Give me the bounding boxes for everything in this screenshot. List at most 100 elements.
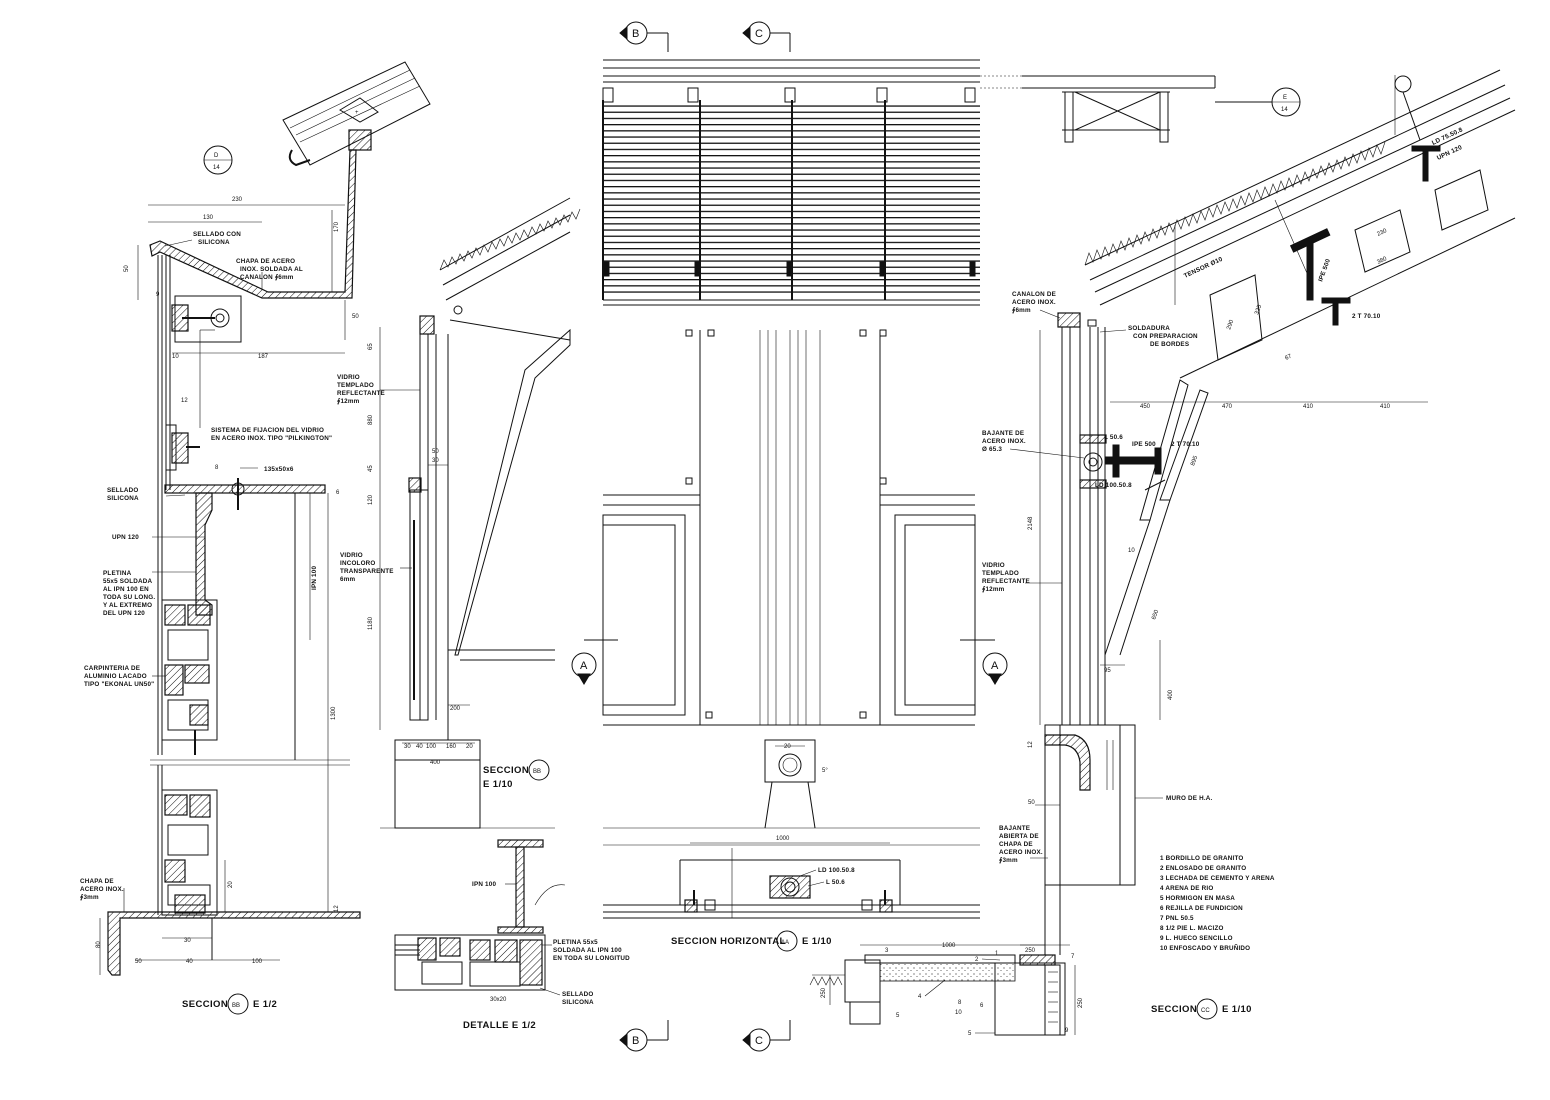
dim-120: 120 bbox=[368, 494, 374, 505]
label-carpinteria-3: TIPO "EKONAL UN50" bbox=[84, 681, 154, 688]
dim-230: 230 bbox=[232, 197, 243, 203]
title-cc-word: SECCION bbox=[1151, 1004, 1197, 1015]
center-pipe-support bbox=[764, 739, 816, 829]
dim-30: 30 bbox=[184, 938, 191, 944]
legend-item-6: 6 REJILLA DE FUNDICION bbox=[1160, 905, 1243, 912]
ipe-beam-cc bbox=[1289, 145, 1441, 326]
dim-470: 470 bbox=[1222, 404, 1233, 410]
title-seccion-cc: SECCION CC E 1/10 bbox=[1151, 998, 1252, 1020]
dim-380: 380 bbox=[1376, 256, 1388, 266]
label-bajante-abierta-3: CHAPA DE bbox=[999, 841, 1033, 848]
label-pletina-2: 55x5 SOLDADA bbox=[103, 578, 153, 585]
label-sistema-1: SISTEMA DE FIJACION DEL VIDRIO bbox=[211, 427, 324, 434]
dim-250c: 250 bbox=[821, 987, 827, 998]
marker-b-top: B bbox=[619, 21, 669, 52]
label-tensor: TENSOR Ø10 bbox=[1183, 256, 1224, 280]
dim-130: 130 bbox=[203, 215, 214, 221]
label-muro: MURO DE H.A. bbox=[1166, 795, 1213, 802]
title-seccion-bb-e12: SECCION BB E 1/2 bbox=[182, 993, 277, 1015]
section-cc: 2 1 3 4 5 6 7 8 9 10 5 450 4 bbox=[809, 69, 1516, 1037]
dim-20: 20 bbox=[228, 881, 234, 888]
label-pletina-1: PLETINA bbox=[103, 570, 132, 577]
label-vidrio-templado-3: REFLECTANTE bbox=[337, 390, 385, 397]
dim-12: 12 bbox=[181, 398, 188, 404]
glass-fixing-bracket-top bbox=[171, 295, 242, 343]
truss-detail-e14: E 14 bbox=[1022, 75, 1301, 143]
label-l-50-6-right: L 50.6 bbox=[1104, 434, 1123, 441]
title-cc-scale: E 1/10 bbox=[1222, 1004, 1252, 1015]
roof-slab-cc bbox=[1084, 69, 1516, 379]
label-vidrio-cc-2: TEMPLADO bbox=[982, 570, 1019, 577]
dim-lines-mid bbox=[379, 327, 475, 761]
dim-650: 650 bbox=[1151, 609, 1160, 621]
detalle-size: 30x20 bbox=[490, 997, 507, 1003]
callout-3: 3 bbox=[885, 948, 889, 954]
callout-6: 6 bbox=[980, 1003, 984, 1009]
callout-7: 7 bbox=[1071, 954, 1075, 960]
marker-b-top-letter: B bbox=[632, 28, 639, 40]
marker-a-right-letter: A bbox=[991, 660, 999, 672]
slope-5deg: 5° bbox=[822, 768, 828, 774]
marker-a-left: A bbox=[571, 639, 618, 685]
aluminium-frame-upper bbox=[161, 599, 218, 755]
detalle-label-ipn100: IPN 100 bbox=[472, 881, 496, 888]
legend-list: 1 BORDILLO DE GRANITO 2 ENLOSADO DE GRAN… bbox=[1160, 855, 1275, 952]
dim-290: 290 bbox=[1226, 319, 1235, 331]
callout-10: 10 bbox=[955, 1010, 962, 1016]
title-bb-word: SECCION bbox=[182, 999, 228, 1010]
dim-65: 65 bbox=[368, 343, 374, 350]
dim-12-right: 12 bbox=[1028, 741, 1034, 748]
marker-c-bottom: C bbox=[742, 1020, 791, 1052]
leaders-left bbox=[123, 239, 263, 912]
label-carpinteria-2: ALUMINIO LACADO bbox=[84, 673, 147, 680]
dim-250a: 250 bbox=[1025, 948, 1036, 954]
dim-bottom-5: 20 bbox=[466, 744, 473, 750]
label-sellado-top-2: SILICONA bbox=[198, 239, 230, 246]
dim-45: 45 bbox=[368, 465, 374, 472]
ipe-connection-cc bbox=[1079, 434, 1166, 491]
dim-187: 187 bbox=[258, 354, 269, 360]
label-carpinteria-1: CARPINTERIA DE bbox=[84, 665, 140, 672]
steel-plate bbox=[164, 484, 326, 494]
dim-67: 67 bbox=[1284, 353, 1293, 362]
dimension-lines-left bbox=[99, 204, 346, 975]
label-sellado-mid-2: SILICONA bbox=[107, 495, 139, 502]
label-vidrio-cc-3: REFLECTANTE bbox=[982, 578, 1030, 585]
legend-item-9: 9 L. HUECO SENCILLO bbox=[1160, 935, 1233, 942]
dim-450: 450 bbox=[1140, 404, 1151, 410]
dim-50: 50 bbox=[124, 265, 130, 272]
marker-e-sheet: 14 bbox=[1281, 107, 1288, 113]
detalle-label-pletina-3: EN TODA SU LONGITUD bbox=[553, 955, 630, 962]
legend-item-2: 2 ENLOSADO DE GRANITO bbox=[1160, 865, 1246, 872]
dim-400-mid: 400 bbox=[430, 760, 441, 766]
dim-bottom-3: 100 bbox=[426, 744, 437, 750]
bottom-steel-sheet bbox=[107, 911, 361, 976]
roof-slope-mid bbox=[439, 197, 581, 656]
label-vidrio-incoloro-2: INCOLORO bbox=[340, 560, 376, 567]
louver-brackets bbox=[602, 87, 976, 277]
callout-8: 8 bbox=[958, 1000, 962, 1006]
dim-30-mid: 30 bbox=[432, 458, 439, 464]
label-canalon-1: CANALON DE bbox=[1012, 291, 1056, 298]
dim-8: 8 bbox=[215, 465, 219, 471]
glass-wall-cc bbox=[1057, 312, 1106, 725]
dim-200: 200 bbox=[450, 706, 461, 712]
paving-detail-cc bbox=[809, 954, 1066, 1036]
detalle-e12: IPN 100 PLETINA 55x5 SOLDADA AL IPN 100 … bbox=[394, 839, 630, 1031]
svg-text:+: + bbox=[355, 110, 359, 116]
section-bb-detail: + bbox=[80, 61, 431, 1015]
label-pletina-6: DEL UPN 120 bbox=[103, 610, 145, 617]
label-pletina-4: TODA SU LONG. bbox=[103, 594, 155, 601]
diagonal-strut-cc bbox=[1104, 379, 1209, 656]
label-sellado-top-1: SELLADO CON bbox=[193, 231, 241, 238]
label-soldadura-2: CON PREPARACION bbox=[1133, 333, 1198, 340]
label-2t-70-10: 2 T 70.10 bbox=[1171, 441, 1200, 448]
dim-895: 895 bbox=[1190, 455, 1199, 467]
legend-item-7: 7 PNL 50.5 bbox=[1160, 915, 1194, 922]
dim-50-right: 50 bbox=[1028, 800, 1035, 806]
dim-1180: 1180 bbox=[368, 616, 374, 630]
dim-2148: 2148 bbox=[1028, 516, 1034, 530]
label-vidrio-incoloro-4: 6mm bbox=[340, 576, 356, 583]
callout-4: 4 bbox=[918, 994, 922, 1000]
